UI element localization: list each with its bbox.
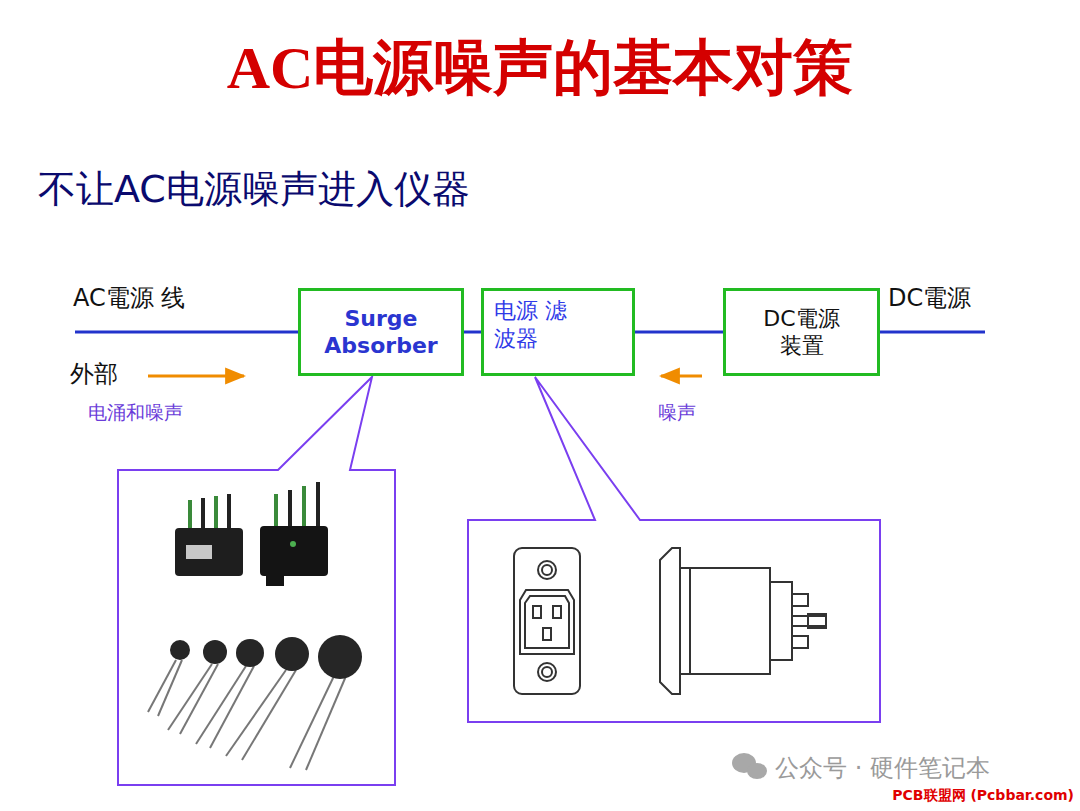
title: AC电源噪声的基本对策: [0, 28, 1080, 109]
iec-inlet-side: [660, 548, 826, 694]
surge-module: [260, 482, 328, 586]
source-label: 外部: [70, 358, 118, 390]
process-box: 电源 滤波器: [481, 288, 635, 376]
callout-frame: [468, 377, 880, 722]
box-label: Surge Absorber: [311, 305, 451, 360]
process-box: Surge Absorber: [298, 288, 464, 376]
varistor: [170, 635, 362, 679]
box-label: DC電源 装置: [752, 305, 852, 360]
noise-arrow: [148, 375, 244, 378]
noise-label: 电涌和噪声: [88, 400, 183, 426]
watermark: 公众号 · 硬件笔记本: [775, 752, 990, 784]
power-line: [464, 331, 481, 334]
line-label: AC電源 线: [73, 282, 185, 314]
iec-inlet-front: [514, 548, 580, 694]
power-line: [635, 331, 723, 334]
callout-frame: [118, 377, 395, 785]
process-box: DC電源 装置: [723, 288, 880, 376]
box-label: 电源 滤波器: [494, 297, 574, 352]
varistor: [148, 660, 346, 770]
wechat-icon: [732, 753, 767, 779]
subtitle: 不让AC电源噪声进入仪器: [38, 164, 470, 215]
dc-power-line: [879, 331, 985, 334]
watermark: PCB联盟网 (Pcbbar.com): [892, 787, 1074, 805]
line-label: DC電源: [888, 282, 971, 314]
noise-label: 噪声: [658, 400, 696, 426]
ac-power-line: [75, 331, 298, 334]
noise-arrow: [661, 375, 702, 378]
surge-module: [175, 494, 243, 576]
